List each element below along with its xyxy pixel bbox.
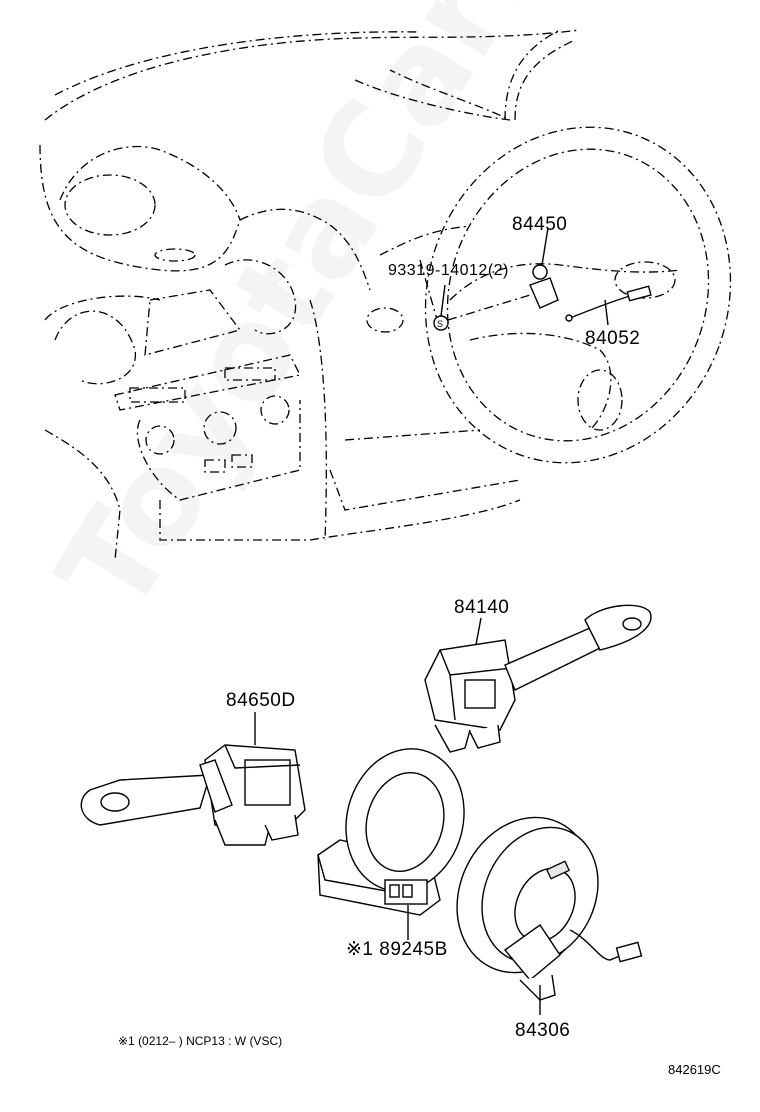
label-84052: 84052 xyxy=(585,328,641,349)
label-84450: 84450 xyxy=(512,214,568,235)
part-84450-drawing xyxy=(529,227,559,309)
part-84140-drawing xyxy=(424,604,652,753)
dashboard-outline xyxy=(39,29,581,561)
footnote: ※1 (0212– ) NCP13 : W (VSC) xyxy=(118,1034,283,1048)
label-84140: 84140 xyxy=(454,597,510,618)
screw-icon: S xyxy=(433,284,531,331)
part-89245B-drawing xyxy=(317,748,465,940)
svg-text:S: S xyxy=(437,319,443,329)
part-84052-drawing xyxy=(565,285,652,326)
part-84650D-drawing xyxy=(80,712,306,846)
label-93319-14012: 93319-14012(2) xyxy=(388,262,509,279)
part-84306-drawing xyxy=(456,816,643,1015)
label-84650D: 84650D xyxy=(226,690,296,711)
steering-wheel xyxy=(419,126,732,464)
figure-id: 842619C xyxy=(668,1062,721,1077)
label-84306: 84306 xyxy=(515,1020,571,1041)
label-89245B: ※1 89245B xyxy=(346,939,448,960)
